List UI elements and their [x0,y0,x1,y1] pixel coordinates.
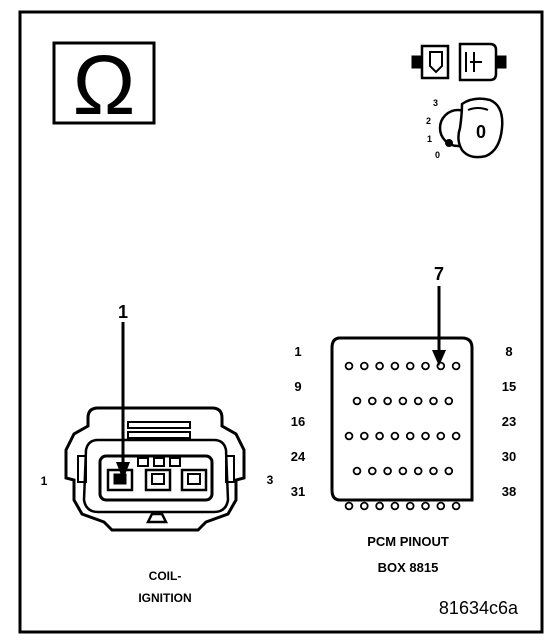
pcm-caption-line1: PCM PINOUT [367,534,449,549]
coil-callout-arrow [116,322,130,480]
ohm-symbol: Ω [73,38,136,132]
pcm-pin [405,361,415,371]
pcm-pin [390,501,400,511]
pcm-left-label: 9 [294,379,301,394]
ohmmeter-icon: Ω [52,38,156,132]
pcm-pin [367,396,377,406]
pcm-left-label: 1 [294,344,301,359]
pcm-pin [359,501,369,511]
key-position-0: 0 [435,150,440,160]
pcm-left-label: 16 [291,414,305,429]
pcm-right-label: 23 [502,414,516,429]
pcm-pin [344,501,354,511]
pcm-pin [398,396,408,406]
coil-pin-right: 3 [267,473,274,487]
pcm-left-label: 24 [291,449,306,464]
coil-caption-line2: IGNITION [138,591,191,605]
pcm-pin-grid [344,361,461,511]
key-position-2: 2 [426,116,431,126]
pcm-pin [359,361,369,371]
pcm-pin [390,361,400,371]
pcm-connector [330,336,474,511]
pcm-pin [444,466,454,476]
key-label: 0 [476,122,486,142]
pcm-pin [421,361,430,371]
pcm-pin [451,431,461,441]
pcm-caption-line2: BOX 8815 [378,560,439,575]
coil-pin-left: 1 [41,474,48,488]
pcm-callout-number: 7 [434,264,444,284]
ignition-key-icon: 3 2 1 0 0 [426,97,504,160]
pcm-pin [375,361,384,371]
pcm-pin [421,501,430,511]
pcm-right-label: 30 [502,449,516,464]
pcm-callout-arrow [432,286,446,366]
pcm-pin [421,431,430,441]
pcm-pin [383,466,392,476]
pcm-right-label: 8 [505,344,512,359]
pcm-pin [383,396,392,406]
pcm-pin [375,501,384,511]
pcm-pin [413,466,423,476]
pcm-pin [344,431,354,441]
pcm-left-label: 31 [291,484,305,499]
pcm-pin [375,431,384,441]
pcm-pin [451,361,461,371]
pcm-pin [352,396,362,406]
pcm-pin [429,396,438,406]
pcm-pin [451,501,461,511]
figure-id: 81634c6a [439,598,519,618]
pcm-pin [405,501,415,511]
pcm-right-label: 15 [502,379,516,394]
disconnected-connector-icon [411,42,507,82]
pcm-pin [436,431,446,441]
pcm-right-label: 38 [502,484,516,499]
key-position-1: 1 [427,134,432,144]
pcm-pin [359,431,369,441]
pcm-pin [398,466,408,476]
pcm-pin [413,396,423,406]
coil-callout-number: 1 [118,302,128,322]
pcm-pin [367,466,377,476]
pcm-pin [436,501,446,511]
pcm-pin [344,361,354,371]
pcm-pin [390,431,400,441]
pcm-right-labels: 8 15 23 30 38 [502,344,516,499]
pcm-pin [352,466,362,476]
pcm-pin [429,466,438,476]
pcm-left-labels: 1 9 16 24 31 [291,344,306,499]
pcm-pin [444,396,454,406]
coil-connector [64,406,246,532]
key-position-3: 3 [433,98,438,108]
coil-caption-line1: COIL- [149,569,182,583]
pcm-pin [405,431,415,441]
